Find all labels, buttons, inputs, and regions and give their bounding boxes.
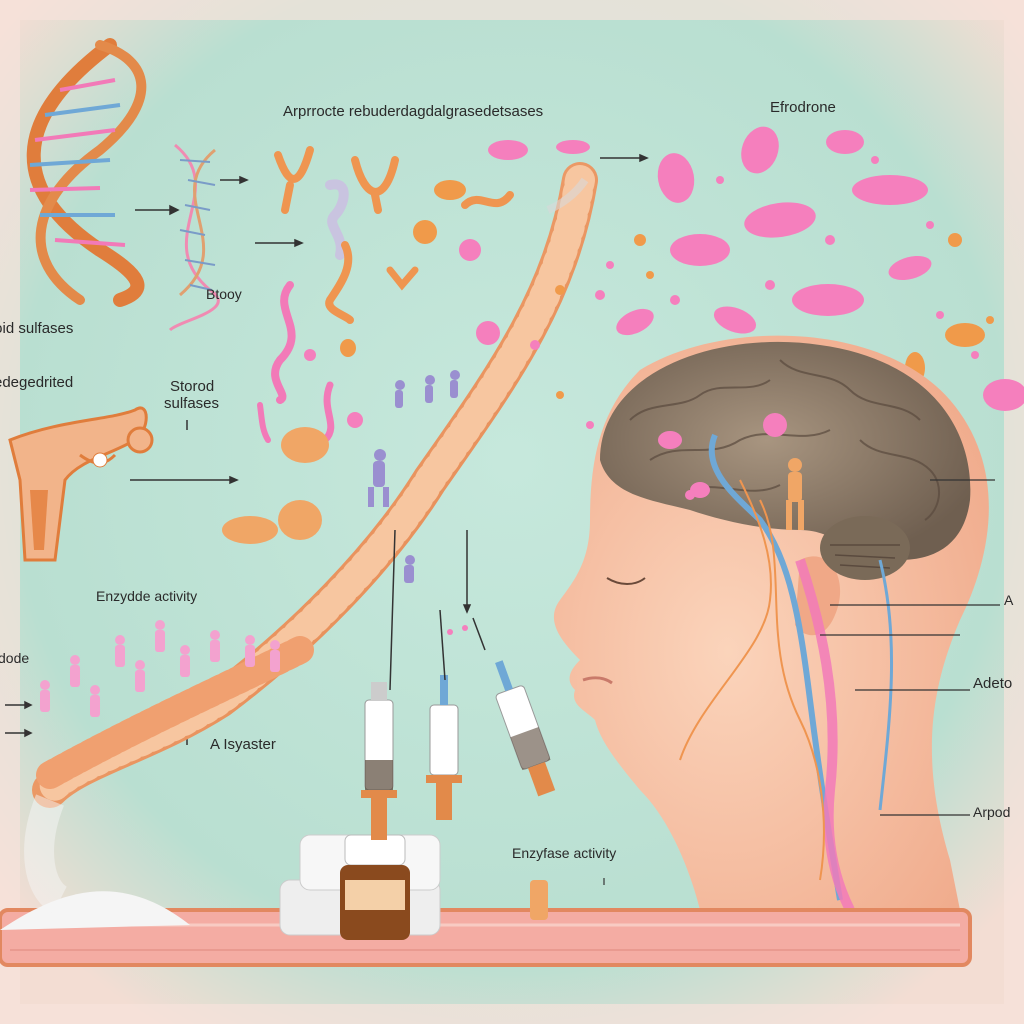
syringe-icon [361,529,556,840]
label-enzyme-activity-bottom: Enzyfase activity [512,845,617,861]
vial-icon [340,834,548,940]
label-btooy: Btooy [206,286,242,302]
label-enzyme-activity-left: Enzydde activity [96,588,198,604]
molecule-squiggles [257,146,514,444]
label-top-center: Arprrocte rebuderdagdalgrasedetsases [283,103,544,120]
dna-helix-icon [26,38,147,307]
label-edegedrited: edegedrited [0,374,74,391]
label-right-1: A [1004,592,1014,608]
head-profile [553,335,989,913]
pink-figures [40,620,280,717]
label-oid-sulfases: toid sulfases [0,320,74,337]
label-sulfases: sulfases [164,395,220,412]
orange-blobs [222,427,588,936]
pill-icon [488,126,1024,490]
label-right-2: Adeto [973,675,1013,692]
label-dode: dode [0,650,30,666]
arrow-group [5,153,649,745]
label-top-right: Efrodrone [770,99,836,116]
particle-dots [304,156,994,635]
leader-lines [603,479,1000,885]
uterus-icon [8,406,154,562]
label-storod: Storod [170,378,215,395]
coil-lower [36,636,314,789]
label-lysaster: A Isyaster [210,736,276,753]
powder-pile [0,794,190,930]
dna-strand-small [168,143,220,332]
label-right-3: Arpod [973,804,1011,820]
brain-icon [600,341,971,561]
human-figure-icon [368,370,460,583]
